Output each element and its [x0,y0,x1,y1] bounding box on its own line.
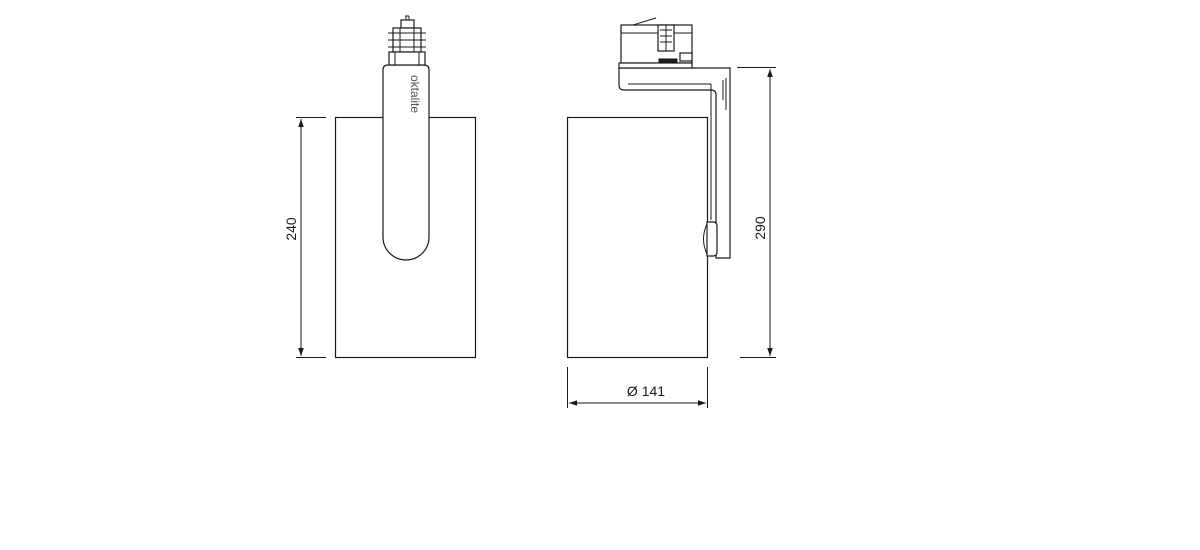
front-adapter [388,15,426,66]
dim-height-body-label: 240 [283,217,299,241]
front-arm [382,64,430,261]
side-adapter [618,17,693,69]
front-view: oktalite 240 [283,15,477,359]
dim-height-body: 240 [283,117,326,358]
side-joint [706,221,718,257]
side-body [566,116,709,359]
brand-label: oktalite [408,75,422,113]
dim-diameter-label: Ø 141 [627,383,665,399]
dim-height-total-label: 290 [752,216,768,240]
dim-diameter: Ø 141 [567,367,708,408]
dim-height-total: 290 [737,67,776,358]
side-view: 290 Ø 141 [566,17,776,408]
